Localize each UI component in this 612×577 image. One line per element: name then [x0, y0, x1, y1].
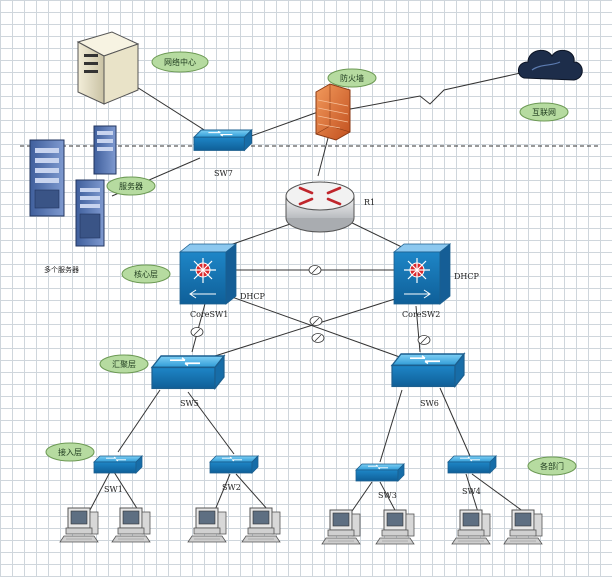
label-sw1: SW1 [104, 485, 123, 494]
bubble-servers: 服务器 [106, 176, 156, 196]
switch-icon [391, 353, 465, 388]
switch-icon [209, 455, 259, 474]
switch-icon [447, 455, 497, 474]
core-switch-icon [392, 243, 452, 305]
firewall-icon [315, 83, 351, 141]
bubble-firewall-label: 防火墙 [340, 73, 364, 83]
bubble-access-layer: 接入层 [45, 442, 95, 462]
label-sw7: SW7 [214, 169, 233, 178]
label-sw4: SW4 [462, 487, 481, 496]
label-sw2: SW2 [222, 483, 241, 492]
bubble-core-layer-label: 核心层 [134, 269, 158, 279]
workstations [59, 507, 543, 545]
server-tower-icon [76, 31, 140, 105]
bubble-departments: 各部门 [527, 456, 577, 476]
bubble-network-center: 网络中心 [151, 51, 209, 73]
bubble-firewall: 防火墙 [327, 68, 377, 88]
bubble-servers-label: 服务器 [119, 181, 143, 191]
bubble-aggregation-layer: 汇聚层 [99, 354, 149, 374]
cloud-icon [518, 49, 583, 81]
switch-icon [93, 455, 143, 474]
switch-icon [151, 355, 225, 390]
core-switch-icon [178, 243, 238, 305]
label-sw3: SW3 [378, 491, 397, 500]
bubble-internet: 互联网 [519, 102, 569, 122]
label-dhcp-left: DHCP [240, 292, 266, 301]
bubble-aggregation-layer-label: 汇聚层 [112, 360, 136, 369]
switch-icon [193, 129, 253, 151]
bubble-internet-label: 互联网 [532, 108, 556, 117]
bubble-departments-label: 各部门 [540, 461, 564, 471]
link-markers [190, 265, 431, 345]
label-coresw2: CoreSW2 [402, 310, 440, 319]
bubble-core-layer: 核心层 [121, 264, 171, 284]
label-r1: R1 [364, 198, 375, 207]
links [89, 69, 526, 515]
switch-icon [355, 463, 405, 482]
label-sw5: SW5 [180, 399, 199, 408]
server-rack-icon [29, 125, 117, 247]
router-icon [285, 181, 355, 233]
label-sw6: SW6 [420, 399, 439, 408]
label-coresw1: CoreSW1 [190, 310, 228, 319]
bubble-network-center-label: 网络中心 [164, 57, 196, 67]
label-multi-servers: 多个服务器 [44, 265, 79, 274]
bubble-access-layer-label: 接入层 [58, 447, 82, 457]
label-dhcp-right: DHCP [454, 272, 480, 281]
